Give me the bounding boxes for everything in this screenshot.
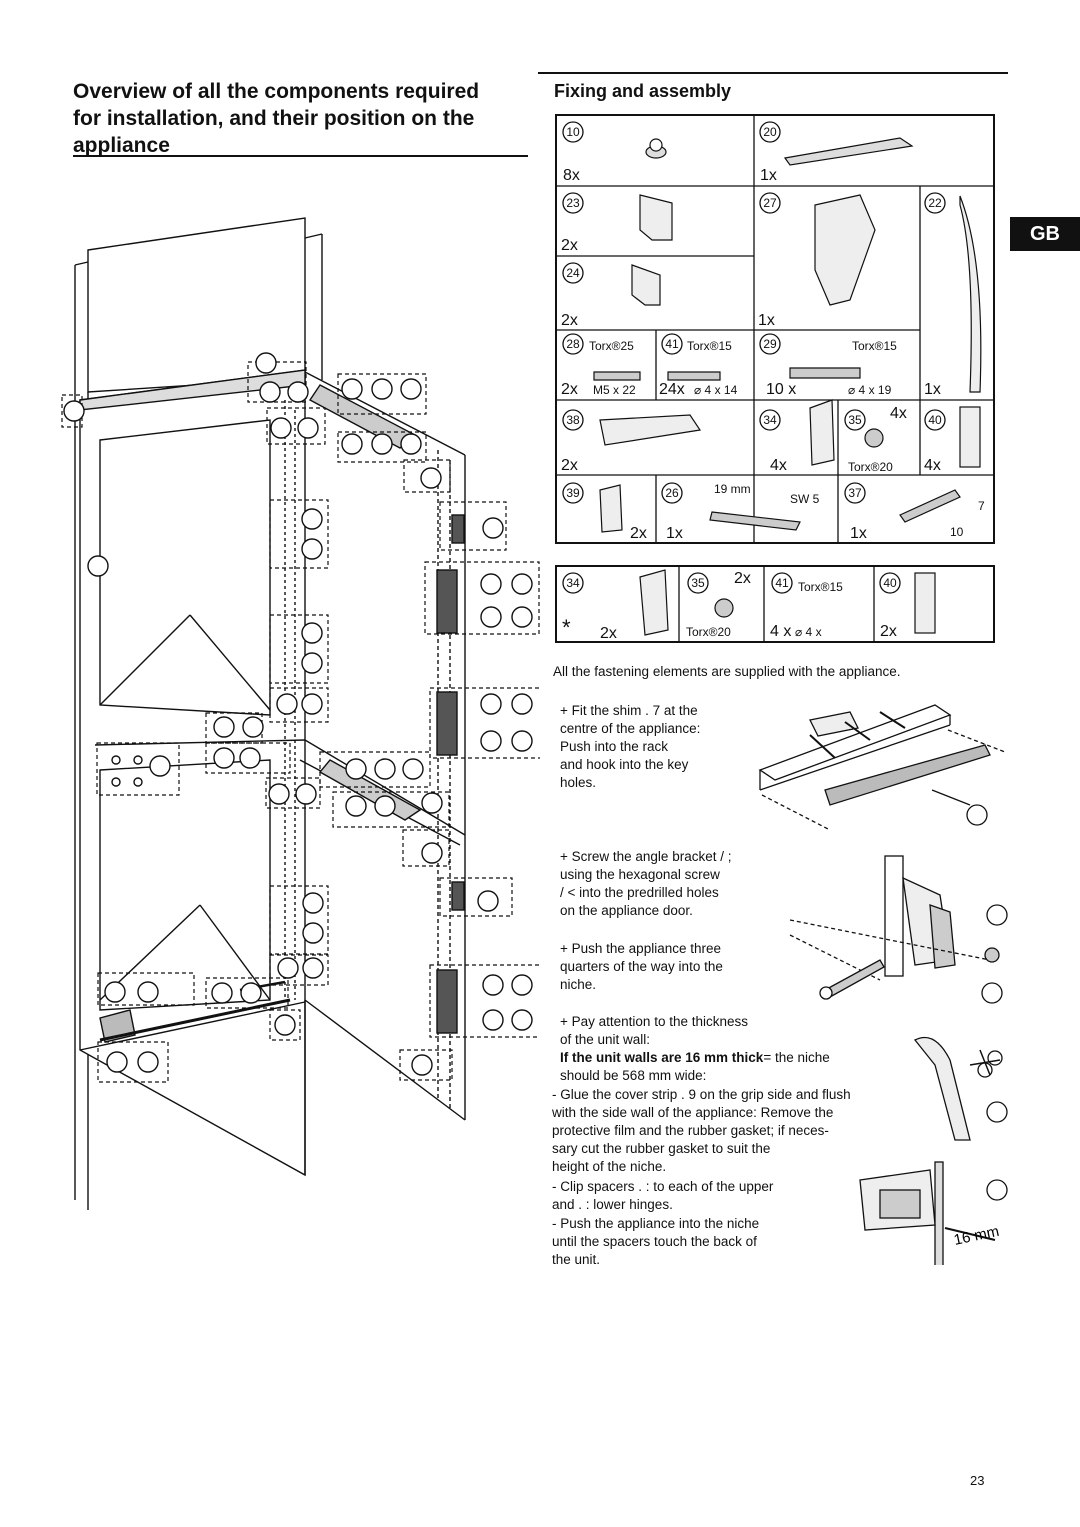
part-size: ⌀ 4 x (795, 625, 822, 639)
figure-label-16mm: 16 mm (952, 1223, 1000, 1249)
part-qty: 2x (561, 237, 578, 254)
part-spec: Torx®15 (852, 339, 897, 353)
part-id: 23 (566, 196, 580, 210)
part-qty: 1x (758, 312, 775, 329)
part-qty: 1x (850, 525, 867, 542)
part-id: 37 (848, 486, 862, 500)
parts-table: 10 20 23 27 22 24 28 41 29 38 34 35 40 3… (555, 114, 995, 643)
part-size: M5 x 22 (593, 383, 636, 397)
optional-marker: * (562, 615, 571, 640)
part-callout: 10 (950, 525, 964, 539)
step-illustrations: 16 mm (758, 704, 1008, 1265)
part-qty: 2x (600, 625, 617, 642)
part-qty: 1x (760, 167, 777, 184)
part-qty: 4 x (770, 623, 791, 640)
part-id: 22 (928, 196, 942, 210)
top-rule (538, 72, 1008, 74)
part-size: ⌀ 4 x 14 (694, 383, 738, 397)
part-id: 26 (665, 486, 679, 500)
part-qty: 2x (561, 312, 578, 329)
part-qty: 4x (890, 405, 907, 422)
part-spec: Torx®20 (686, 625, 731, 639)
page-title: Overview of all the components required … (73, 78, 528, 159)
part-spec: Torx®20 (848, 460, 893, 474)
part-spec: Torx®25 (589, 339, 634, 353)
section-title: Fixing and assembly (554, 81, 732, 101)
part-id: 41 (775, 576, 789, 590)
part-id: 35 (691, 576, 705, 590)
substep-cover-strip: - Glue the cover strip . 9 on the grip s… (552, 1087, 851, 1174)
step-screw-bracket: + Screw the angle bracket / ;using the h… (560, 849, 732, 918)
language-tab: GB (1010, 217, 1080, 251)
part-size: ⌀ 4 x 19 (848, 383, 892, 397)
part-id: 40 (883, 576, 897, 590)
part-qty: 1x (924, 381, 941, 398)
part-qty: 4x (770, 457, 787, 474)
part-id: 34 (566, 576, 580, 590)
part-qty: 2x (630, 525, 647, 542)
part-qty: 24x (659, 381, 685, 398)
part-id: 34 (763, 413, 777, 427)
part-qty: 2x (561, 457, 578, 474)
part-callout: 7 (978, 499, 985, 513)
supply-note: All the fastening elements are supplied … (553, 664, 901, 679)
title-rule (73, 155, 528, 157)
part-spec: Torx®15 (687, 339, 732, 353)
part-spec: 19 mm (714, 482, 751, 496)
part-spec: SW 5 (790, 492, 820, 506)
part-id: 41 (665, 337, 679, 351)
part-qty: 10 x (766, 381, 796, 398)
part-id: 27 (763, 196, 777, 210)
part-qty: 1x (666, 525, 683, 542)
part-id: 28 (566, 337, 580, 351)
part-qty: 2x (880, 623, 897, 640)
part-id: 20 (763, 125, 777, 139)
part-qty: 2x (561, 381, 578, 398)
part-qty: 4x (924, 457, 941, 474)
part-id: 35 (848, 413, 862, 427)
part-id: 38 (566, 413, 580, 427)
part-id: 10 (566, 125, 580, 139)
part-spec: Torx®15 (798, 580, 843, 594)
page-title-line-1: Overview of all the components required (73, 80, 480, 103)
part-qty: 2x (734, 570, 751, 587)
appliance-overview-diagram (61, 217, 540, 1210)
part-id: 39 (566, 486, 580, 500)
page-title-line-2: for installation, and their position on … (73, 107, 475, 130)
wall-thickness-bold: If the unit walls are 16 mm thick (560, 1050, 764, 1065)
page-number: 23 (970, 1473, 985, 1488)
part-id: 24 (566, 266, 580, 280)
part-id: 40 (928, 413, 942, 427)
part-qty: 8x (563, 167, 580, 184)
page-title-line-3: appliance (73, 134, 170, 157)
part-id: 29 (763, 337, 777, 351)
